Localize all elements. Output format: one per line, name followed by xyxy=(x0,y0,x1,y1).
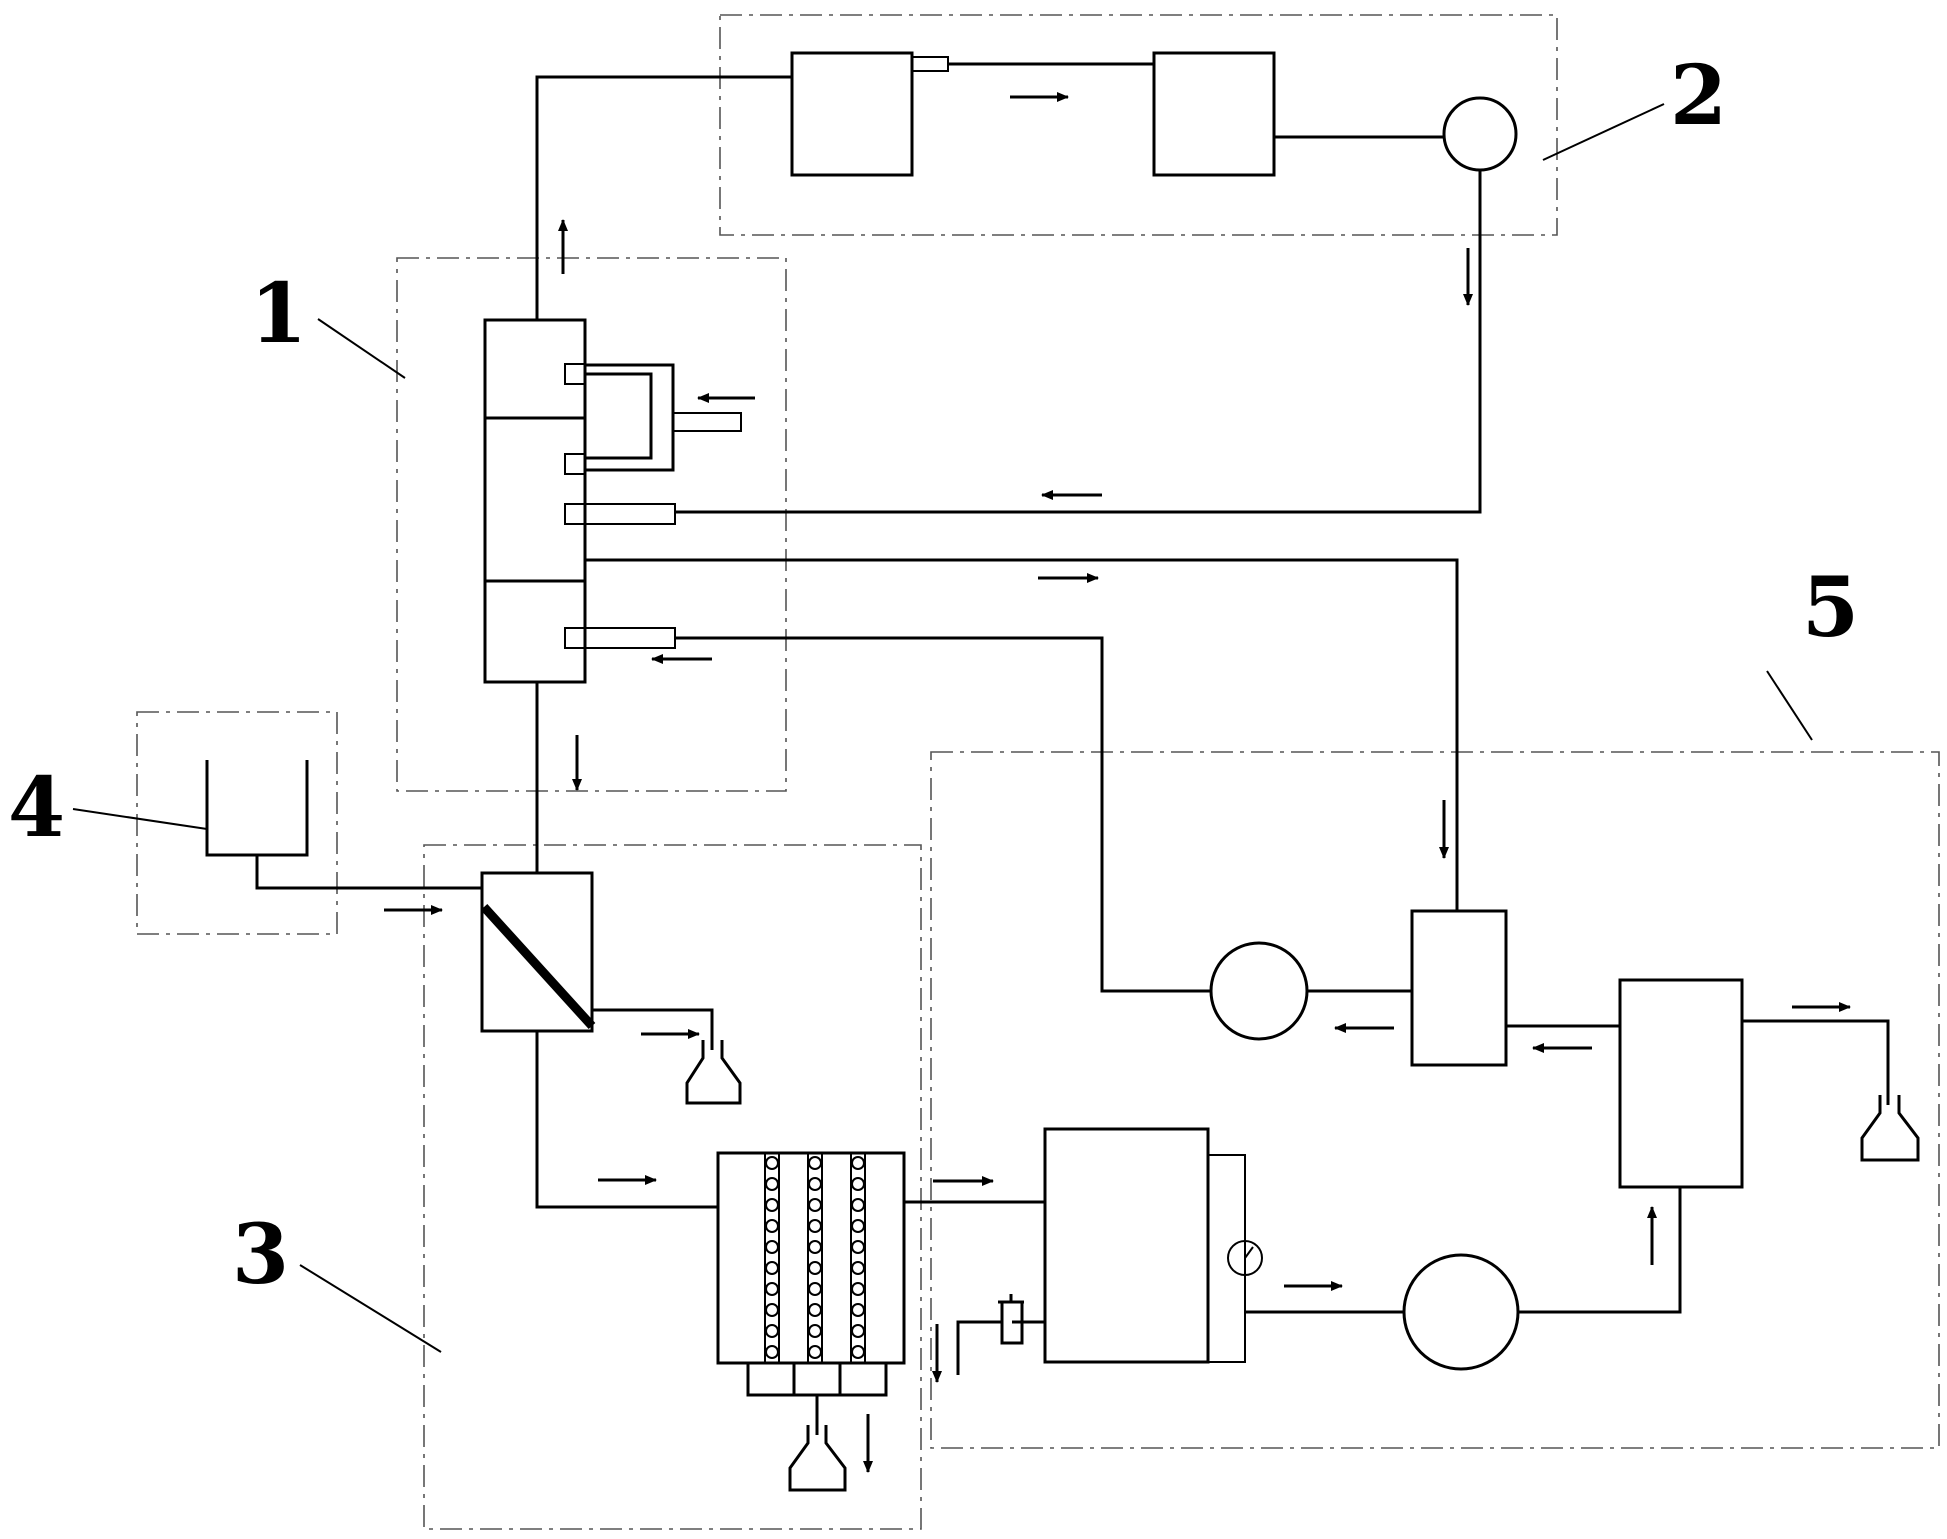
pipe-pump5a-to-1 xyxy=(675,636,1211,993)
leader-line-1 xyxy=(317,318,406,379)
collection-flask-2 xyxy=(788,1425,847,1492)
subsystem-3-boundary xyxy=(423,844,922,1530)
pipe-separator-to-flask xyxy=(592,1008,714,1050)
packing-bead xyxy=(765,1345,779,1359)
pipe-1-to-2a xyxy=(535,75,792,320)
reactor-vessel xyxy=(1043,1127,1210,1364)
unit-1-main-block xyxy=(483,318,587,684)
reference-labels: 1 2 3 4 5 xyxy=(8,48,1859,1353)
pipe-pump2-to-1 xyxy=(675,170,1482,514)
packing-bead xyxy=(808,1303,822,1317)
subsystem-5-boundary xyxy=(930,751,1940,1449)
packing-bead xyxy=(765,1282,779,1296)
packing-bead xyxy=(808,1345,822,1359)
drain-valve xyxy=(1000,1300,1045,1345)
ref-label-4: 4 xyxy=(8,760,65,856)
ref-label-2: 2 xyxy=(1670,48,1727,144)
pipe-4-to-separator xyxy=(255,855,482,890)
column-base-1 xyxy=(746,1361,796,1397)
separator-diagonal xyxy=(480,903,596,1030)
subsystem-4-boundary xyxy=(136,711,338,935)
subsystem-1-boundary xyxy=(396,257,787,792)
packing-bead xyxy=(851,1282,865,1296)
packing-bead xyxy=(851,1219,865,1233)
column-packing xyxy=(764,1152,866,1364)
packing-bead xyxy=(808,1261,822,1275)
flow-arrows xyxy=(384,92,1851,1473)
packing-bead xyxy=(765,1261,779,1275)
pipe-1-to-unit5a xyxy=(585,558,1459,911)
port-1b xyxy=(564,453,586,475)
packing-bead xyxy=(808,1156,822,1170)
packing-bead xyxy=(765,1219,779,1233)
unit-5a xyxy=(1410,909,1508,1067)
tank-4 xyxy=(205,760,309,857)
packing-bead xyxy=(808,1198,822,1212)
packing-bead xyxy=(851,1198,865,1212)
pressure-gauge xyxy=(1227,1240,1263,1276)
packing-bead xyxy=(765,1177,779,1191)
u-connector-inner xyxy=(585,372,653,460)
ref-label-5: 5 xyxy=(1802,560,1859,656)
port-1c xyxy=(564,503,676,525)
pipe-unit5b-to-flask xyxy=(1742,1019,1890,1105)
ref-label-1: 1 xyxy=(250,266,307,362)
ref-label-3: 3 xyxy=(232,1207,289,1303)
packing-bead xyxy=(851,1345,865,1359)
collection-flask-1 xyxy=(685,1040,742,1105)
packing-bead xyxy=(851,1240,865,1254)
collection-flask-3 xyxy=(1860,1095,1920,1162)
packing-bead xyxy=(808,1282,822,1296)
u-connector-inlet xyxy=(672,412,742,432)
column-base-2 xyxy=(792,1361,842,1397)
leader-line-5 xyxy=(1766,670,1813,741)
packing-bead xyxy=(851,1261,865,1275)
pipe-separator-to-column xyxy=(535,1031,718,1209)
subsystem-5 xyxy=(956,909,1920,1375)
unit-2a-nozzle xyxy=(911,56,949,72)
leader-line-2 xyxy=(1542,103,1665,161)
pump-2 xyxy=(1442,96,1518,172)
subsystem-1 xyxy=(483,318,742,684)
packing-bead xyxy=(808,1324,822,1338)
packing-bead xyxy=(851,1324,865,1338)
packing-bead xyxy=(808,1177,822,1191)
pressure-gauge-needle xyxy=(1244,1246,1254,1259)
packing-bead xyxy=(765,1156,779,1170)
packing-bead xyxy=(808,1240,822,1254)
column-base-3 xyxy=(838,1361,888,1397)
packing-bead xyxy=(851,1156,865,1170)
packing-bead xyxy=(765,1240,779,1254)
packing-bead xyxy=(765,1303,779,1317)
packing-bead xyxy=(765,1324,779,1338)
u-connector-outer xyxy=(585,363,675,472)
reactor-jacket xyxy=(1208,1154,1246,1363)
packing-bead xyxy=(851,1303,865,1317)
pump-5a xyxy=(1209,941,1309,1041)
subsystem-2 xyxy=(790,51,1518,177)
unit-2a xyxy=(790,51,914,177)
subsystem-4 xyxy=(205,760,482,890)
packing-bead xyxy=(808,1219,822,1233)
pump-5b xyxy=(1402,1253,1520,1371)
packing-bead xyxy=(765,1198,779,1212)
pipe-pump5b-to-unit5b xyxy=(1518,1187,1682,1314)
subsystem-2-boundary xyxy=(719,14,1558,236)
packing-bead xyxy=(851,1177,865,1191)
drain-outlet xyxy=(956,1320,1002,1375)
unit-2b xyxy=(1152,51,1276,177)
leader-line-4 xyxy=(72,808,208,830)
leader-line-3 xyxy=(299,1264,442,1353)
subsystem-3 xyxy=(480,871,1045,1492)
unit-5b xyxy=(1618,978,1744,1189)
